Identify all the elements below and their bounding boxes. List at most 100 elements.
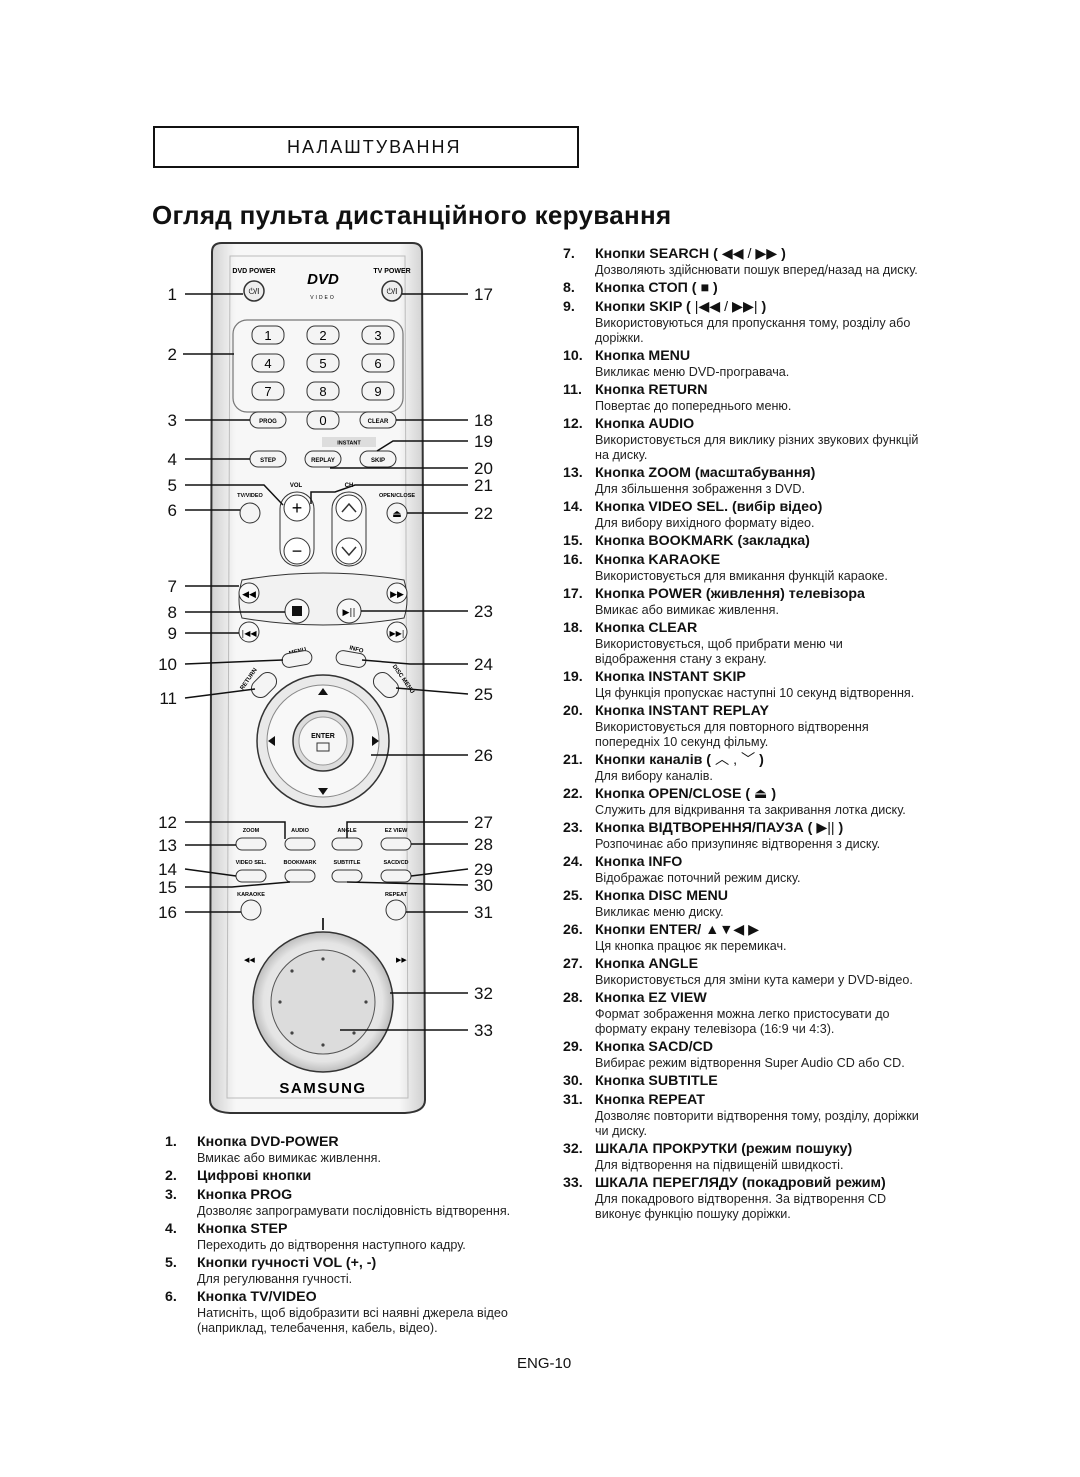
callout-7: 7 [168,577,177,596]
item-title: 31.Кнопка REPEAT [563,1092,923,1109]
repeat-button [385,899,407,921]
description-item: 8.Кнопка СТОП ( ■ ) [563,280,923,297]
item-description: Служить для відкривання та закривання ло… [595,803,906,817]
search-back-button [238,582,260,604]
item-number: 32. [563,1141,583,1157]
callout-20: 20 [474,459,493,478]
svg-text:−: − [292,541,303,561]
item-description: Для вибору каналів. [595,769,713,783]
item-description: Використовується для зміни кута камери у… [595,973,913,987]
button-symbol-icon: |◀◀ / ▶▶| [690,299,758,315]
item-title: 15.Кнопка BOOKMARK (закладка) [563,533,923,550]
callout-15: 15 [158,878,177,897]
item-title-text: Цифрові кнопки [197,1168,312,1184]
item-description: Викликає меню диску. [595,905,724,919]
samsung-logo: SAMSUNG [279,1080,366,1097]
page-title: Огляд пульта дистанційного керування [152,200,672,230]
item-title-text: Кнопка ANGLE [595,956,699,972]
description-item: 23.Кнопка ВІДТВОРЕННЯ/ПАУЗА ( ▶|| )Розпо… [563,820,923,852]
item-number: 25. [563,888,583,904]
item-description: Дозволяють здійснювати пошук вперед/наза… [595,263,918,277]
item-title: 17.Кнопка POWER (живлення) телевізора [563,586,923,603]
item-title-text: Кнопка MENU [595,348,691,364]
item-title-text: Кнопка SUBTITLE [595,1073,718,1089]
item-description: Вибирає режим відтворення Super Audio CD… [595,1056,905,1070]
item-number: 4. [165,1221,177,1237]
callout-3: 3 [168,411,177,430]
skip-forward-button [386,621,408,643]
item-title-text: Кнопка INSTANT REPLAY [595,703,770,719]
item-title: 33.ШКАЛА ПЕРЕГЛЯДУ (покадровий режим) [563,1175,923,1192]
description-item: 5.Кнопки гучності VOL (+, -)Для регулюва… [165,1255,535,1287]
item-title-text: ШКАЛА ПРОКРУТКИ (режим пошуку) [595,1141,853,1157]
item-title-text: Кнопка INSTANT SKIP [595,669,746,685]
vol-up-button [283,494,311,522]
callout-27: 27 [474,813,493,832]
dvd-logo: DVD [307,271,339,288]
item-description: Використовуються для пропускання тому, р… [595,316,911,345]
description-item: 7.Кнопки SEARCH ( ◀◀ / ▶▶ )Дозволяють зд… [563,246,923,278]
item-title: 5.Кнопки гучності VOL (+, -) [165,1255,535,1272]
tv-power-button [381,280,403,302]
return-button [250,671,278,699]
item-number: 27. [563,956,583,972]
bookmark-label: BOOKMARK [284,860,317,866]
remote-illustration: DVD POWER TV POWER DVD VIDEO ⏻/I ⏻/I 1 2… [130,240,510,1130]
description-item: 15.Кнопка BOOKMARK (закладка) [563,533,923,550]
digit-6: 6 [374,356,381,371]
item-title: 12. Кнопка AUDIO [563,416,923,433]
item-number: 8. [563,280,575,296]
digit-8: 8 [319,384,326,399]
item-title-text: Кнопка CLEAR [595,620,698,636]
callout-23: 23 [474,602,493,621]
item-description: Використовується для повторного відтворе… [595,720,869,749]
item-description: Відображає поточний режим диску. [595,871,801,885]
item-description: Натисніть, щоб відобразити всі наявні дж… [197,1306,508,1335]
ch-down-button [335,537,363,565]
item-title: 30.Кнопка SUBTITLE [563,1073,923,1090]
item-title: 13.Кнопка ZOOM (масштабування) [563,465,923,482]
item-title: 16.Кнопка KARAOKE [563,552,923,569]
dvd-power-button [243,280,265,302]
remote-diagram: DVD POWER TV POWER DVD VIDEO ⏻/I ⏻/I 1 2… [158,242,493,1114]
digit-0: 0 [319,413,326,428]
callout-33: 33 [474,1021,493,1040]
callout-19: 19 [474,432,493,451]
callout-25: 25 [474,685,493,704]
item-title-text: Кнопка EZ VIEW [595,990,707,1006]
item-title-text: Кнопка PROG [197,1187,293,1203]
item-title: 3.Кнопка PROG [165,1187,535,1204]
item-description: Для вибору вихідного формату відео. [595,516,815,530]
item-description: Для регулювання гучності. [197,1272,353,1286]
svg-text:⏻/I: ⏻/I [387,287,398,296]
item-description: Вмикає або вимикає живлення. [197,1151,381,1165]
prog-button: PROG [259,419,277,425]
ez-view-label: EZ VIEW [385,828,408,834]
digit-9: 9 [374,384,381,399]
description-item: 33.ШКАЛА ПЕРЕГЛЯДУ (покадровий режим)Для… [563,1175,923,1222]
button-symbol-icon: ▲▼◀ ▶ [701,922,760,938]
item-title-text: Кнопка KARAOKE [595,552,721,568]
info-label: INFO [349,645,365,655]
item-description: Розпочинає або призупиняє відтворення з … [595,837,881,851]
item-number: 12. [563,416,583,432]
item-number: 14. [563,499,583,515]
item-title: 28.Кнопка EZ VIEW [563,990,923,1007]
item-title-text: Кнопки гучності VOL (+, -) [197,1255,377,1271]
item-title-text: Кнопка AUDIO [595,416,695,432]
item-number: 18. [563,620,583,636]
item-title: 10.Кнопка MENU [563,348,923,365]
item-number: 1. [165,1134,177,1150]
item-title: 29.Кнопка SACD/CD [563,1039,923,1056]
callout-31: 31 [474,903,493,922]
item-description: Для відтворення на підвищеній швидкості. [595,1158,844,1172]
item-title-text: Кнопки каналів ( [595,752,712,768]
jog-dial [270,949,376,1055]
description-item: 13.Кнопка ZOOM (масштабування)Для збільш… [563,465,923,497]
item-description: Викликає меню DVD-програвача. [595,365,790,379]
